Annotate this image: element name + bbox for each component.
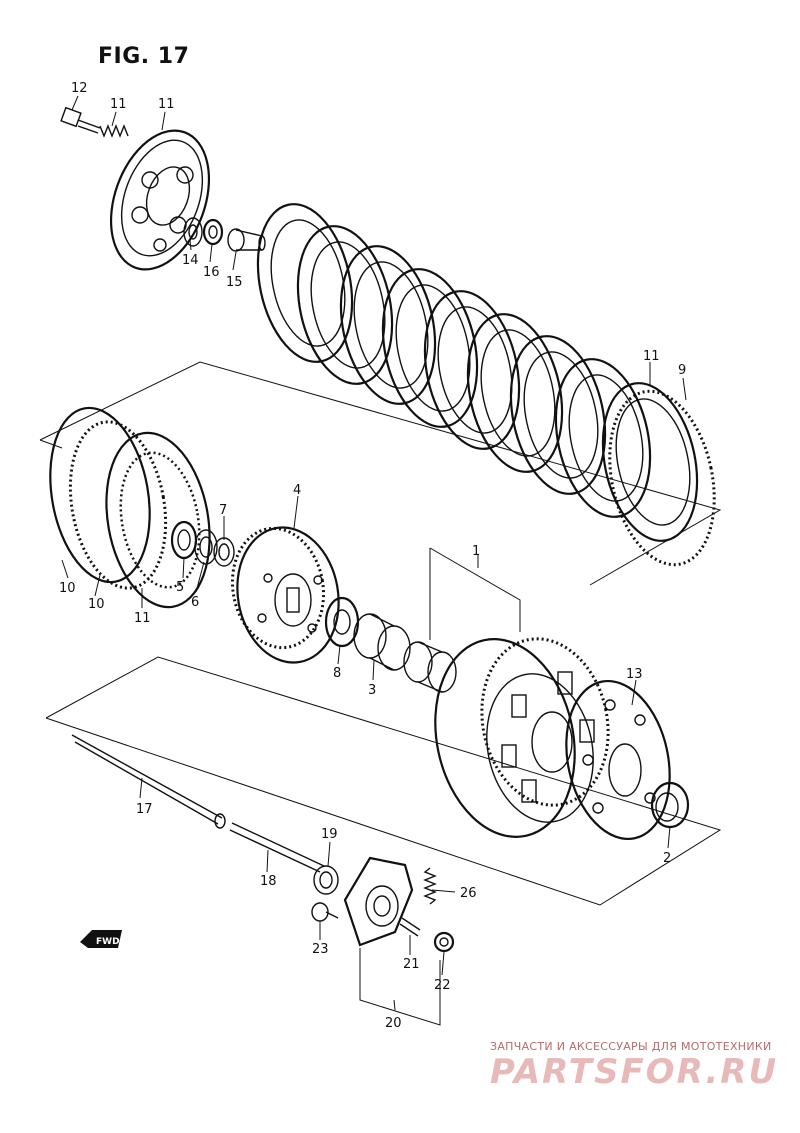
- callout-11-left: 10: [59, 581, 76, 596]
- callout-22: 20: [385, 1016, 402, 1031]
- assembly-boundaries: [39, 361, 722, 906]
- callout-23: 21: [403, 957, 420, 972]
- callout-3: 3: [368, 683, 376, 698]
- callout-10: 10: [88, 597, 105, 612]
- washer-18-part: [202, 218, 224, 246]
- callout-11-mid: 11: [134, 611, 151, 626]
- figure-title: FIG. 17: [98, 44, 190, 69]
- callout-labels: 12 11 11 14 16 15 11 9 4 7 5 6 10 10 11 …: [59, 81, 686, 1031]
- callout-21: 19: [321, 827, 338, 842]
- callout-8: 8: [333, 666, 341, 681]
- watermark-tagline: ЗАПЧАСТИ И АКСЕССУАРЫ ДЛЯ МОТОТЕХНИКИ: [490, 1040, 772, 1053]
- pressure-plate-assembly: [60, 106, 266, 271]
- callout-7: 7: [219, 503, 227, 518]
- bolt-14-part: [60, 106, 101, 134]
- callout-17: 15: [226, 275, 243, 290]
- callout-19: 17: [136, 802, 153, 817]
- bearing-16-part: [183, 217, 203, 247]
- callout-15: 13: [626, 667, 643, 682]
- release-group: [71, 734, 455, 953]
- callout-16: 14: [182, 253, 199, 268]
- pressure-plate-12-part: [109, 129, 211, 271]
- fwd-label: FWD: [96, 937, 120, 947]
- callout-4: 4: [293, 483, 301, 498]
- callout-12: 11: [158, 97, 175, 112]
- callout-1: 1: [472, 544, 480, 559]
- callout-11-top: 11: [643, 349, 660, 364]
- callout-5: 5: [176, 580, 184, 595]
- callout-25: 23: [312, 942, 329, 957]
- housing-group: [434, 637, 690, 841]
- callout-9: 9: [678, 363, 686, 378]
- callout-6: 6: [191, 595, 199, 610]
- fwd-direction-marker: FWD: [80, 930, 122, 948]
- callout-18: 16: [203, 265, 220, 280]
- watermark-brand: PARTSFOR.RU: [490, 1052, 779, 1092]
- callout-20: 18: [260, 874, 277, 889]
- callout-14: 12: [71, 81, 88, 96]
- callout-26: 26: [460, 886, 477, 901]
- hub-group: [230, 526, 457, 693]
- leader-lines: [61, 95, 687, 1026]
- clutch-plate-stack: [256, 203, 716, 567]
- callout-24: 22: [434, 978, 451, 993]
- spring-13-part: [99, 124, 129, 138]
- callout-13: 11: [110, 97, 127, 112]
- callout-2: 2: [663, 851, 671, 866]
